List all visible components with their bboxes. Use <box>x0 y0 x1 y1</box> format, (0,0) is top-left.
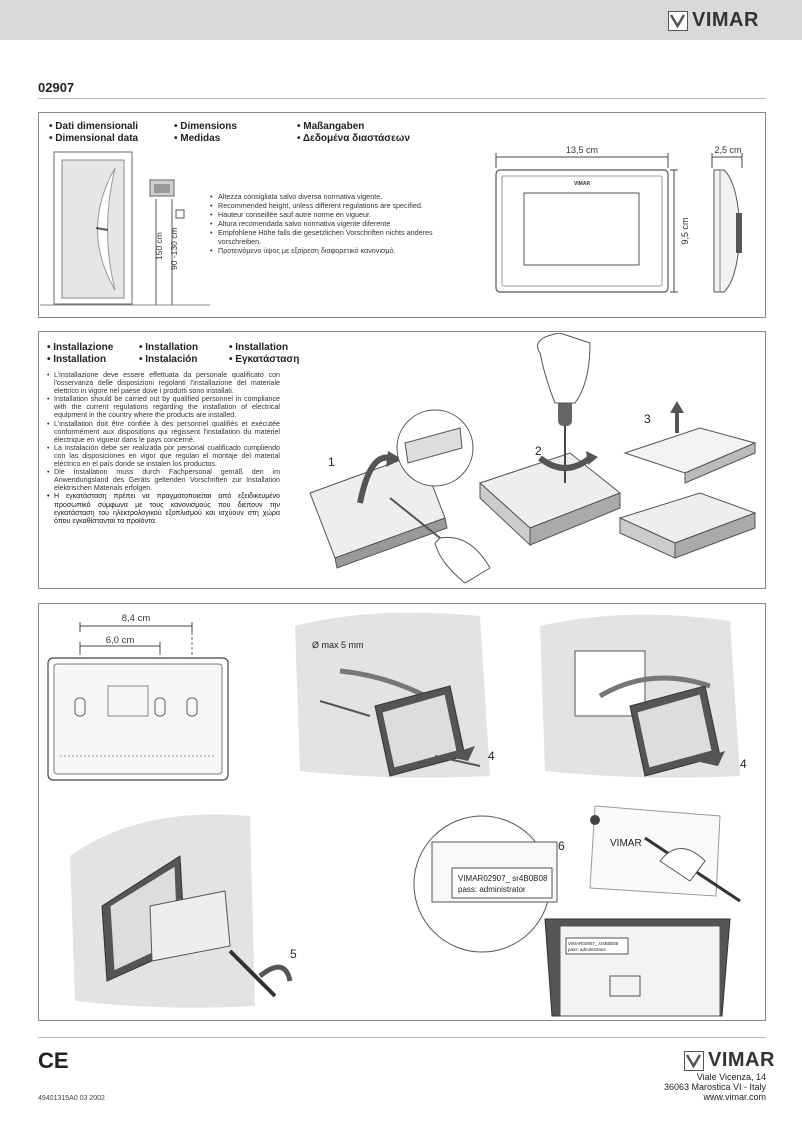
handwritten-label: VIMAR <box>610 838 642 849</box>
device-dimensions-diagram: 13,5 cm VIMAR 9,5 cm 2,5 cm <box>495 145 743 293</box>
cable-note: Ø max 5 mm <box>312 640 364 650</box>
footer-vimar-logo: VIMAR <box>684 1049 775 1072</box>
footer-divider <box>38 1037 766 1038</box>
step-4b-label: 4 <box>740 757 747 771</box>
small-label-line-2: pass: administrator <box>568 947 607 952</box>
small-label-line-1: VIMAR02907_ sr4B0B08 <box>568 941 619 946</box>
note-en: Recommended height, unless different reg… <box>210 201 460 210</box>
step-6-label: 6 <box>558 839 565 853</box>
instruction-it: L'installazione deve essere effettuata d… <box>47 371 280 395</box>
installation-illustration: 1 2 3 <box>309 333 757 584</box>
instruction-es: La instalación debe ser realizada por pe… <box>47 444 280 468</box>
dim-outer-label: 8,4 cm <box>122 613 151 624</box>
note-de: Empfohlene Höhe falls die gesetzlichen V… <box>210 228 460 246</box>
step-1-label: 1 <box>328 455 335 469</box>
address-line-1: Viale Vicenza, 14 <box>696 1072 766 1082</box>
dim-inner-label: 6,0 cm <box>106 635 135 646</box>
step-4a-label: 4 <box>488 749 495 763</box>
installation-panel <box>38 331 766 589</box>
dimensions-panel <box>38 112 766 318</box>
instruction-fr: L'installation doit être confiée à des p… <box>47 420 280 444</box>
depth-label: 2,5 cm <box>714 145 741 155</box>
label-line-1: VIMAR02907_ sr4B0B08 <box>458 874 548 883</box>
address-line-2: 36063 Marostica VI - Italy <box>663 1082 766 1092</box>
mounting-panel <box>38 603 766 1021</box>
installation-instructions: L'installazione deve essere effettuata d… <box>47 371 280 525</box>
mounting-illustration: 8,4 cm 6,0 cm Ø max 5 mm 4 4 5 VIMAR0290… <box>47 612 747 1017</box>
vimar-logo-icon <box>668 10 688 31</box>
door-height-diagram: 150 cm 90 -130 cm <box>40 151 210 306</box>
step-3-label: 3 <box>644 412 651 426</box>
height-label-90-130: 90 -130 cm <box>169 227 179 270</box>
dimensions-heading-col2: DimensionsMedidas <box>174 121 237 145</box>
footer-brand-name: VIMAR <box>708 1049 775 1071</box>
vimar-logo: VIMAR <box>668 9 759 32</box>
company-website: www.vimar.com <box>703 1092 766 1102</box>
width-label: 13,5 cm <box>566 145 598 155</box>
dimension-notes: Altezza consigliata salvo diversa normat… <box>210 192 460 255</box>
installation-heading-col1: InstallazioneInstallation <box>47 342 113 366</box>
ce-mark: CE <box>38 1048 69 1073</box>
dimensions-heading-col1: Dati dimensionaliDimensional data <box>49 121 138 145</box>
instruction-en: Installation should be carried out by qu… <box>47 395 280 419</box>
step-5-label: 5 <box>290 947 297 961</box>
device-logo: VIMAR <box>574 181 591 187</box>
product-code: 02907 <box>38 80 75 95</box>
label-line-2: pass: administrator <box>458 885 526 894</box>
installation-heading-col2: InstallationInstalación <box>139 342 198 366</box>
note-gr: Προτεινόμενο ύψος με εξαίρεση διαφορετικ… <box>210 246 460 255</box>
header-divider <box>38 98 766 99</box>
dimensions-heading-col3: MaßangabenΔεδομένα διαστάσεων <box>297 121 410 145</box>
instruction-gr: Η εγκατάσταση πρέπει να πραγματοποιείται… <box>47 492 280 524</box>
instruction-de: Die Installation muss durch Fachpersonal… <box>47 468 280 492</box>
note-fr: Hauteur conseillée sauf autre norme en v… <box>210 210 460 219</box>
installation-heading-col3: InstallationΕγκατάσταση <box>229 342 299 366</box>
brand-name: VIMAR <box>692 9 759 31</box>
footer-vimar-logo-icon <box>684 1050 704 1071</box>
height-label: 9,5 cm <box>680 217 690 244</box>
note-es: Altura recomendada salvo normativa vigen… <box>210 219 460 228</box>
note-it: Altezza consigliata salvo diversa normat… <box>210 192 460 201</box>
step-2-label: 2 <box>535 444 542 458</box>
company-address: Viale Vicenza, 14 36063 Marostica VI - I… <box>566 1072 766 1102</box>
height-label-150: 150 cm <box>154 232 164 260</box>
document-code: 49401315A0 03 2002 <box>38 1095 105 1102</box>
